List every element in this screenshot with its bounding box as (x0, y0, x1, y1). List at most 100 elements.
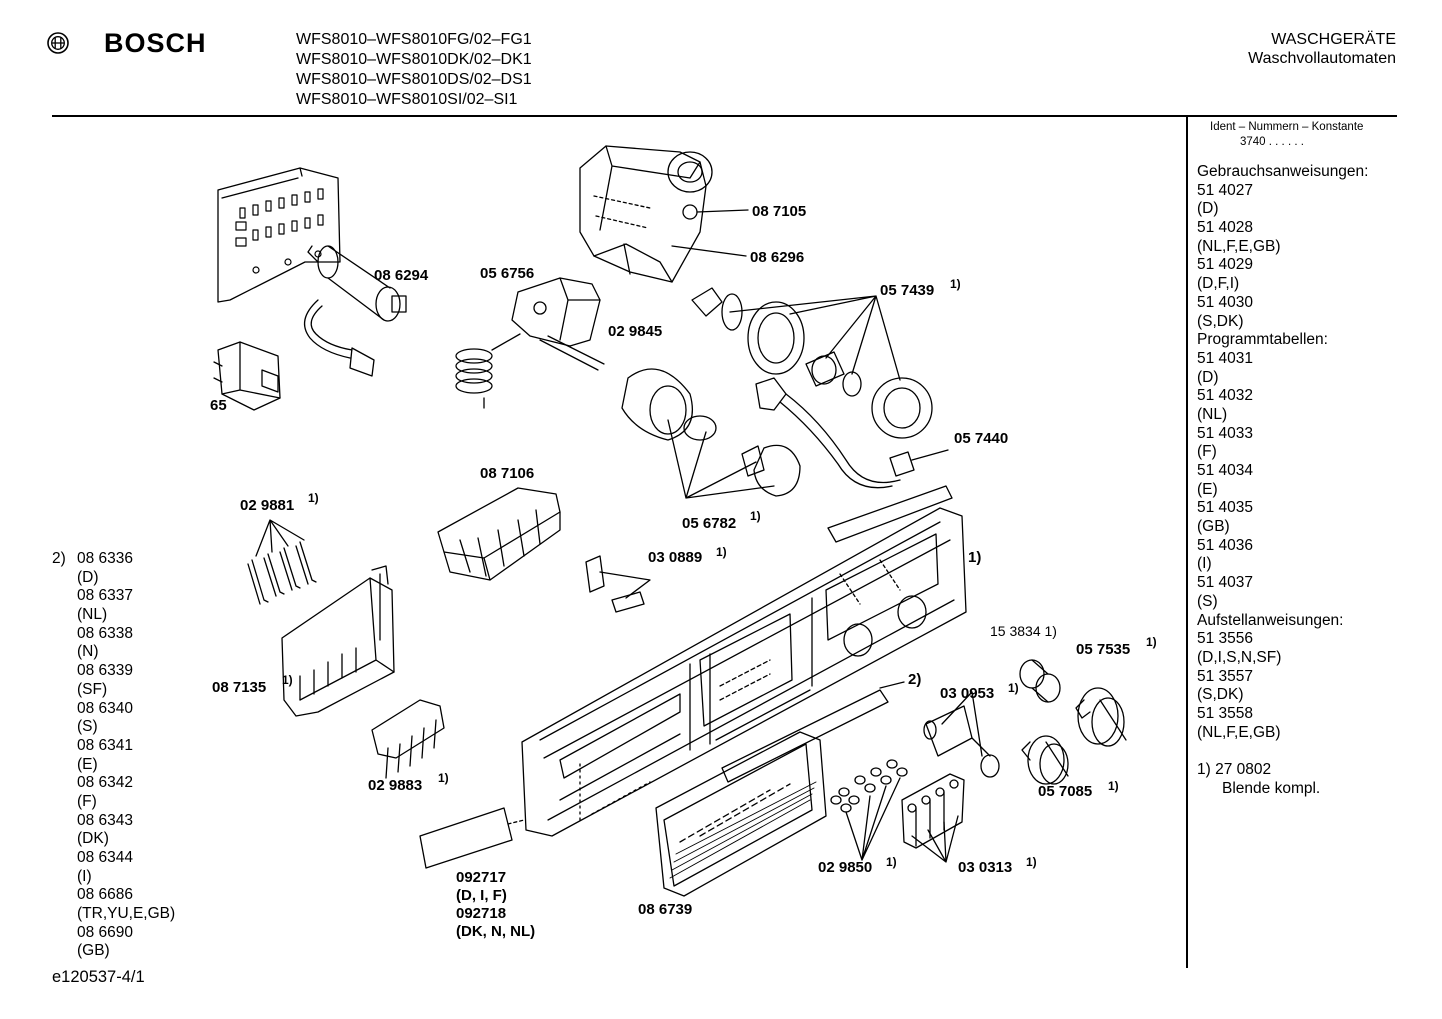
documentation-line: (GB) (1197, 518, 1230, 536)
documentation-line: Gebrauchsanweisungen: (1197, 163, 1369, 180)
label-02-9881-note: 1) (308, 491, 319, 505)
label-decor-strip: 2) (908, 671, 921, 688)
footnote-1-text: Blende kompl. (1222, 779, 1321, 797)
documentation-line: (E) (1197, 480, 1218, 498)
documentation-line: 51 4027 (1197, 181, 1254, 199)
knob-05-7085-drawing (1021, 735, 1069, 785)
documentation-line: (D) (1197, 200, 1219, 218)
documentation-line: 51 4031 (1197, 349, 1254, 367)
footnote-2-line: (I) (77, 867, 92, 885)
label-03-0953-note: 1) (1008, 681, 1019, 695)
label-02-9883: 02 9883 (368, 777, 422, 794)
footnote-2-line: (SF) (77, 680, 108, 698)
footnote-2-line: 08 6342 (77, 774, 134, 792)
bezel-cluster-drawing (691, 287, 933, 439)
label-strip-drawing (721, 689, 889, 783)
footnote-2-line: (D) (77, 568, 99, 586)
documentation-line: 51 3556 (1197, 630, 1254, 648)
footnote-1-number: 1) 27 0802 (1197, 761, 1272, 778)
documentation-line: (F) (1197, 443, 1217, 461)
documentation-line: 51 4032 (1197, 387, 1254, 405)
documentation-line: Programmtabellen: (1197, 331, 1328, 349)
label-08-6739: 08 6739 (638, 901, 692, 918)
footnote-2-line: (S) (77, 718, 98, 736)
part-labels: 08 7105 08 6296 08 6294 05 6756 05 7439 … (210, 203, 1157, 940)
documentation-line: 51 3557 (1197, 667, 1254, 685)
footnote-2-line: (E) (77, 755, 98, 773)
header-rule (52, 115, 1397, 117)
contact-springs-drawing (247, 519, 317, 605)
decor-label-drawing (419, 807, 513, 869)
document-number: e120537-4/1 (52, 968, 145, 986)
label-08-7135: 08 7135 (212, 679, 266, 696)
label-05-7535: 05 7535 (1076, 641, 1130, 658)
brand-name: BOSCH (104, 28, 207, 58)
documentation-line: 51 4037 (1197, 574, 1254, 592)
footnote-2-line: (GB) (77, 942, 110, 960)
label-08-7135-note: 1) (282, 673, 293, 687)
model-line: WFS8010–WFS8010FG/02–FG1 (296, 31, 532, 48)
model-line: WFS8010–WFS8010DS/02–DS1 (296, 71, 532, 88)
push-keys-drawing (371, 699, 445, 779)
documentation-list: Gebrauchsanweisungen:51 4027(D)51 4028(N… (1197, 163, 1368, 742)
indicator-strip-drawing (827, 485, 953, 543)
documentation-line: (NL,F,E,GB) (1197, 723, 1281, 741)
footnote-2-value: 08 6336 (77, 550, 134, 567)
label-65: 65 (210, 397, 227, 414)
pushbutton-switch-drawing (901, 773, 965, 863)
selector-shaft-drawing (923, 691, 1000, 778)
documentation-line: 51 4035 (1197, 499, 1254, 517)
documentation-line: 51 4029 (1197, 256, 1254, 274)
label-05-6782: 05 6782 (682, 515, 736, 532)
sidebar-rule (1186, 116, 1188, 968)
footnote-2-line: 08 6338 (77, 624, 134, 642)
wiring-harness-drawing (755, 377, 949, 489)
label-092717-countries: (D, I, F) (456, 887, 507, 904)
label-03-0313-note: 1) (1026, 855, 1037, 869)
footnote-2-line: 08 6340 (77, 699, 134, 717)
documentation-line: Aufstellanweisungen: (1197, 611, 1344, 629)
footnote-2-line: (TR,YU,E,GB) (77, 905, 176, 923)
label-05-7439: 05 7439 (880, 282, 934, 299)
footnote-2-line: 08 6341 (77, 736, 134, 754)
footnote-2-line: 08 6339 (77, 662, 134, 680)
label-02-9845: 02 9845 (608, 323, 662, 340)
selector-bezel-drawing (621, 368, 801, 499)
programme-timer-drawing (579, 145, 749, 283)
lamp-holder-drawing (585, 555, 651, 613)
label-08-6296: 08 6296 (750, 249, 804, 266)
label-05-7085-note: 1) (1108, 779, 1119, 793)
switch-block-drawing (437, 487, 561, 581)
footnote-2-line: (DK) (77, 830, 109, 848)
footnote-2-marker: 2) (52, 550, 66, 567)
documentation-line: (NL) (1197, 405, 1228, 423)
label-05-7440: 05 7440 (954, 430, 1008, 447)
label-092718-countries: (DK, N, NL) (456, 923, 535, 940)
documentation-line: (S) (1197, 592, 1218, 610)
documentation-line: (S,DK) (1197, 686, 1244, 704)
footnote-2-line: 08 6690 (77, 923, 134, 941)
key-switch-module-drawing (281, 565, 395, 717)
model-list: WFS8010–WFS8010FG/02–FG1 WFS8010–WFS8010… (296, 30, 532, 110)
footnote-2-line: 08 6343 (77, 811, 134, 829)
knob-05-7535-drawing (1075, 687, 1127, 747)
label-092718: 092718 (456, 905, 506, 922)
label-05-7439-note: 1) (950, 277, 961, 291)
documentation-line: (D,F,I) (1197, 275, 1240, 293)
label-05-7535-note: 1) (1146, 635, 1157, 649)
footnote-2-line: (N) (77, 643, 99, 661)
exploded-parts-diagram: 08 7105 08 6296 08 6294 05 6756 05 7439 … (210, 145, 1157, 940)
documentation-line: (D) (1197, 368, 1219, 386)
ident-value: 3740 . . . . . . (1240, 136, 1304, 148)
label-08-7105: 08 7105 (752, 203, 806, 220)
pressure-springs-drawing (830, 759, 908, 861)
label-02-9850-note: 1) (886, 855, 897, 869)
label-03-0313: 03 0313 (958, 859, 1012, 876)
label-05-6782-note: 1) (750, 509, 761, 523)
pressure-switch-drawing (455, 277, 605, 409)
documentation-line: 51 4036 (1197, 536, 1254, 554)
footnote-2-line: (NL) (77, 606, 108, 624)
control-board-drawing (217, 167, 341, 303)
category-title: WASCHGERÄTE (1271, 31, 1396, 48)
label-02-9850: 02 9850 (818, 859, 872, 876)
